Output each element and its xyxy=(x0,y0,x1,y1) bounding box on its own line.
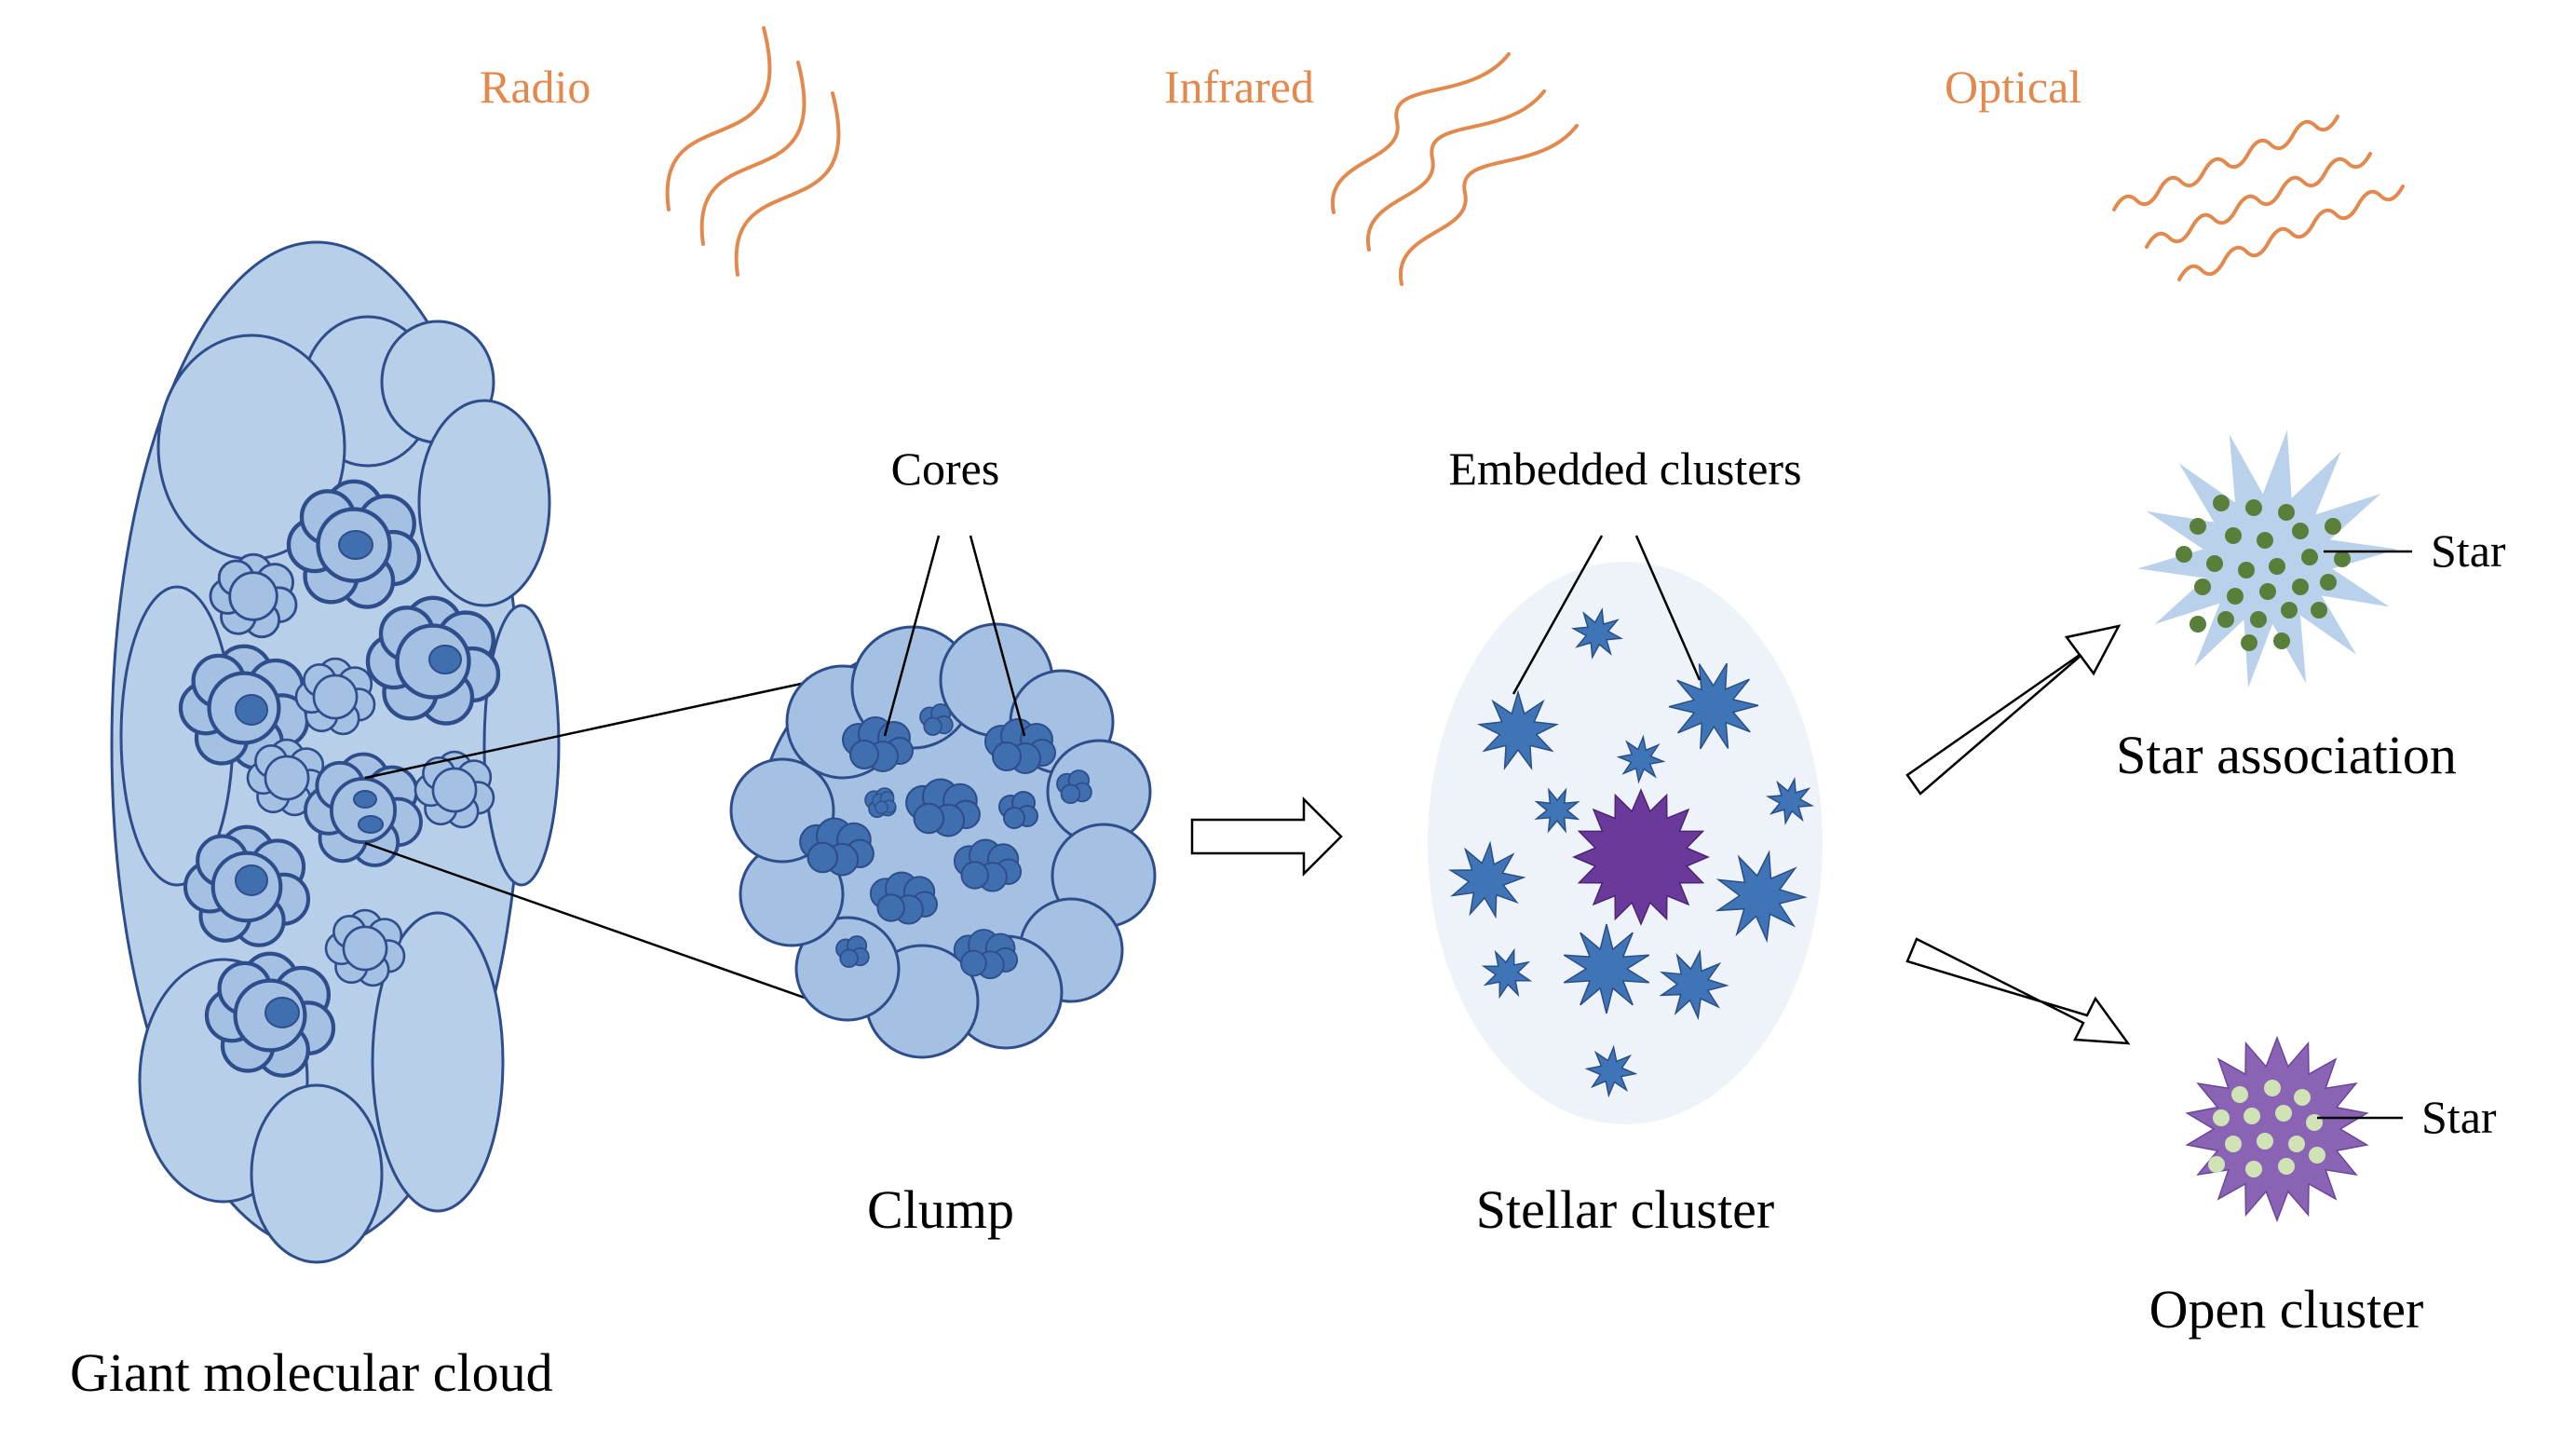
association-star-dot xyxy=(2269,558,2285,575)
association-star-dot xyxy=(2311,602,2327,619)
open-cluster-star-dot xyxy=(2244,1108,2260,1124)
embedded-star xyxy=(1715,850,1808,944)
open-cluster-star-dot xyxy=(2294,1089,2311,1106)
optical-wave-icon xyxy=(2112,115,2405,281)
embedded-star xyxy=(1616,734,1666,784)
open-cluster-star-dot xyxy=(2257,1133,2273,1150)
association-stars xyxy=(2176,495,2351,651)
embedded-star xyxy=(1481,947,1533,1000)
open-cluster-star-dot xyxy=(2309,1147,2325,1164)
open-cluster: Star Open cluster xyxy=(2149,1035,2497,1340)
clump: Cores Clump xyxy=(729,442,1157,1240)
association-halo-shape xyxy=(2137,429,2398,688)
association-star-dot xyxy=(2301,549,2318,565)
open-cluster-star-dot xyxy=(2208,1156,2225,1173)
association-star-dot xyxy=(2176,546,2192,563)
open-cluster-star-dot xyxy=(2213,1109,2230,1126)
cores-label: Cores xyxy=(891,442,1000,495)
open-cluster-stars xyxy=(2208,1080,2325,1177)
cloud-core-centers xyxy=(235,530,462,1028)
association-star-dot xyxy=(2320,574,2337,591)
association-star-dot xyxy=(2213,495,2230,511)
open-cluster-star-dot xyxy=(2275,1105,2292,1122)
open-cluster-star-dot xyxy=(2264,1080,2281,1096)
association-star-dot xyxy=(2257,532,2273,549)
association-halo xyxy=(2137,429,2398,688)
association-star-dot xyxy=(2194,578,2211,595)
optical-label: Optical xyxy=(1945,61,2081,113)
giant-molecular-cloud: Giant molecular cloud xyxy=(70,240,561,1403)
arrow-down-right-icon xyxy=(1905,937,2131,1045)
embedded-star xyxy=(1571,607,1623,660)
central-star xyxy=(1572,788,1710,926)
association-star-dot xyxy=(2292,523,2309,539)
embedded-clusters-label: Embedded clusters xyxy=(1448,442,1801,495)
association-star-dot xyxy=(2245,499,2262,516)
open-cluster-shape xyxy=(2185,1035,2369,1223)
embedded-pointer-lines xyxy=(1512,535,1702,695)
radio-wave-icon xyxy=(665,26,841,277)
arrow-right-icon xyxy=(1190,796,1343,878)
association-star-dot xyxy=(2273,633,2290,649)
star-association-label: Star association xyxy=(2116,725,2457,785)
association-star-dot xyxy=(2190,616,2206,633)
embedded-stars xyxy=(1447,607,1815,1098)
open-cluster-star-dot xyxy=(2245,1161,2262,1177)
association-star-dot xyxy=(2206,555,2223,572)
open-cluster-star xyxy=(2185,1035,2369,1223)
open-cluster-label: Open cluster xyxy=(2149,1279,2424,1340)
infrared-label: Infrared xyxy=(1164,61,1314,113)
open-cluster-star-dot xyxy=(2306,1114,2323,1131)
clump-shape xyxy=(729,622,1157,1059)
open-cluster-star-dot xyxy=(2278,1158,2295,1175)
embedded-star xyxy=(1584,1044,1638,1098)
association-star-dot xyxy=(2227,588,2244,605)
zoom-lines xyxy=(364,676,856,1017)
association-star-dot xyxy=(2250,611,2267,628)
association-star-dot xyxy=(2238,562,2255,578)
embedded-star xyxy=(1534,787,1580,834)
infrared-wave-icon xyxy=(1330,52,1579,286)
association-star-dot xyxy=(2334,551,2351,567)
association-star-dot xyxy=(2259,583,2276,600)
infrared-band: Infrared xyxy=(1164,52,1579,286)
embedded-star xyxy=(1476,689,1560,770)
radio-band: Radio xyxy=(480,26,841,277)
giant-molecular-cloud-label: Giant molecular cloud xyxy=(70,1342,553,1403)
association-star-dot xyxy=(2278,504,2295,521)
stellar-cluster-label: Stellar cluster xyxy=(1476,1179,1775,1240)
arrow-up-right-icon xyxy=(1905,624,2122,796)
association-star-dot xyxy=(2241,634,2257,651)
cores-pointer-lines xyxy=(883,535,1026,737)
association-star-dot xyxy=(2190,518,2206,535)
open-cluster-star-dot xyxy=(2225,1136,2242,1152)
clump-label: Clump xyxy=(867,1179,1014,1240)
open-cluster-star-dot xyxy=(2288,1136,2305,1152)
stellar-cluster: Embedded clusters Stellar cluster xyxy=(1428,442,1823,1240)
radio-label: Radio xyxy=(480,61,590,113)
embedded-star xyxy=(1563,923,1650,1014)
association-star-dot xyxy=(2217,611,2234,628)
star-label-open: Star xyxy=(2421,1091,2497,1143)
optical-band: Optical xyxy=(1945,61,2405,281)
embedded-star xyxy=(1447,840,1526,919)
association-star-dot xyxy=(2325,518,2341,535)
embedded-star xyxy=(1668,662,1759,750)
association-star-dot xyxy=(2292,578,2309,595)
cloud-shape xyxy=(110,240,561,1264)
open-cluster-star-dot xyxy=(2231,1086,2248,1103)
star-label-association: Star xyxy=(2431,524,2506,577)
central-star xyxy=(1572,788,1710,926)
association-star-dot xyxy=(2225,527,2242,544)
association-star-dot xyxy=(2281,602,2298,619)
star-association: Star Star association xyxy=(2116,429,2506,785)
embedded-star xyxy=(1765,776,1815,826)
embedded-star xyxy=(1659,949,1729,1021)
